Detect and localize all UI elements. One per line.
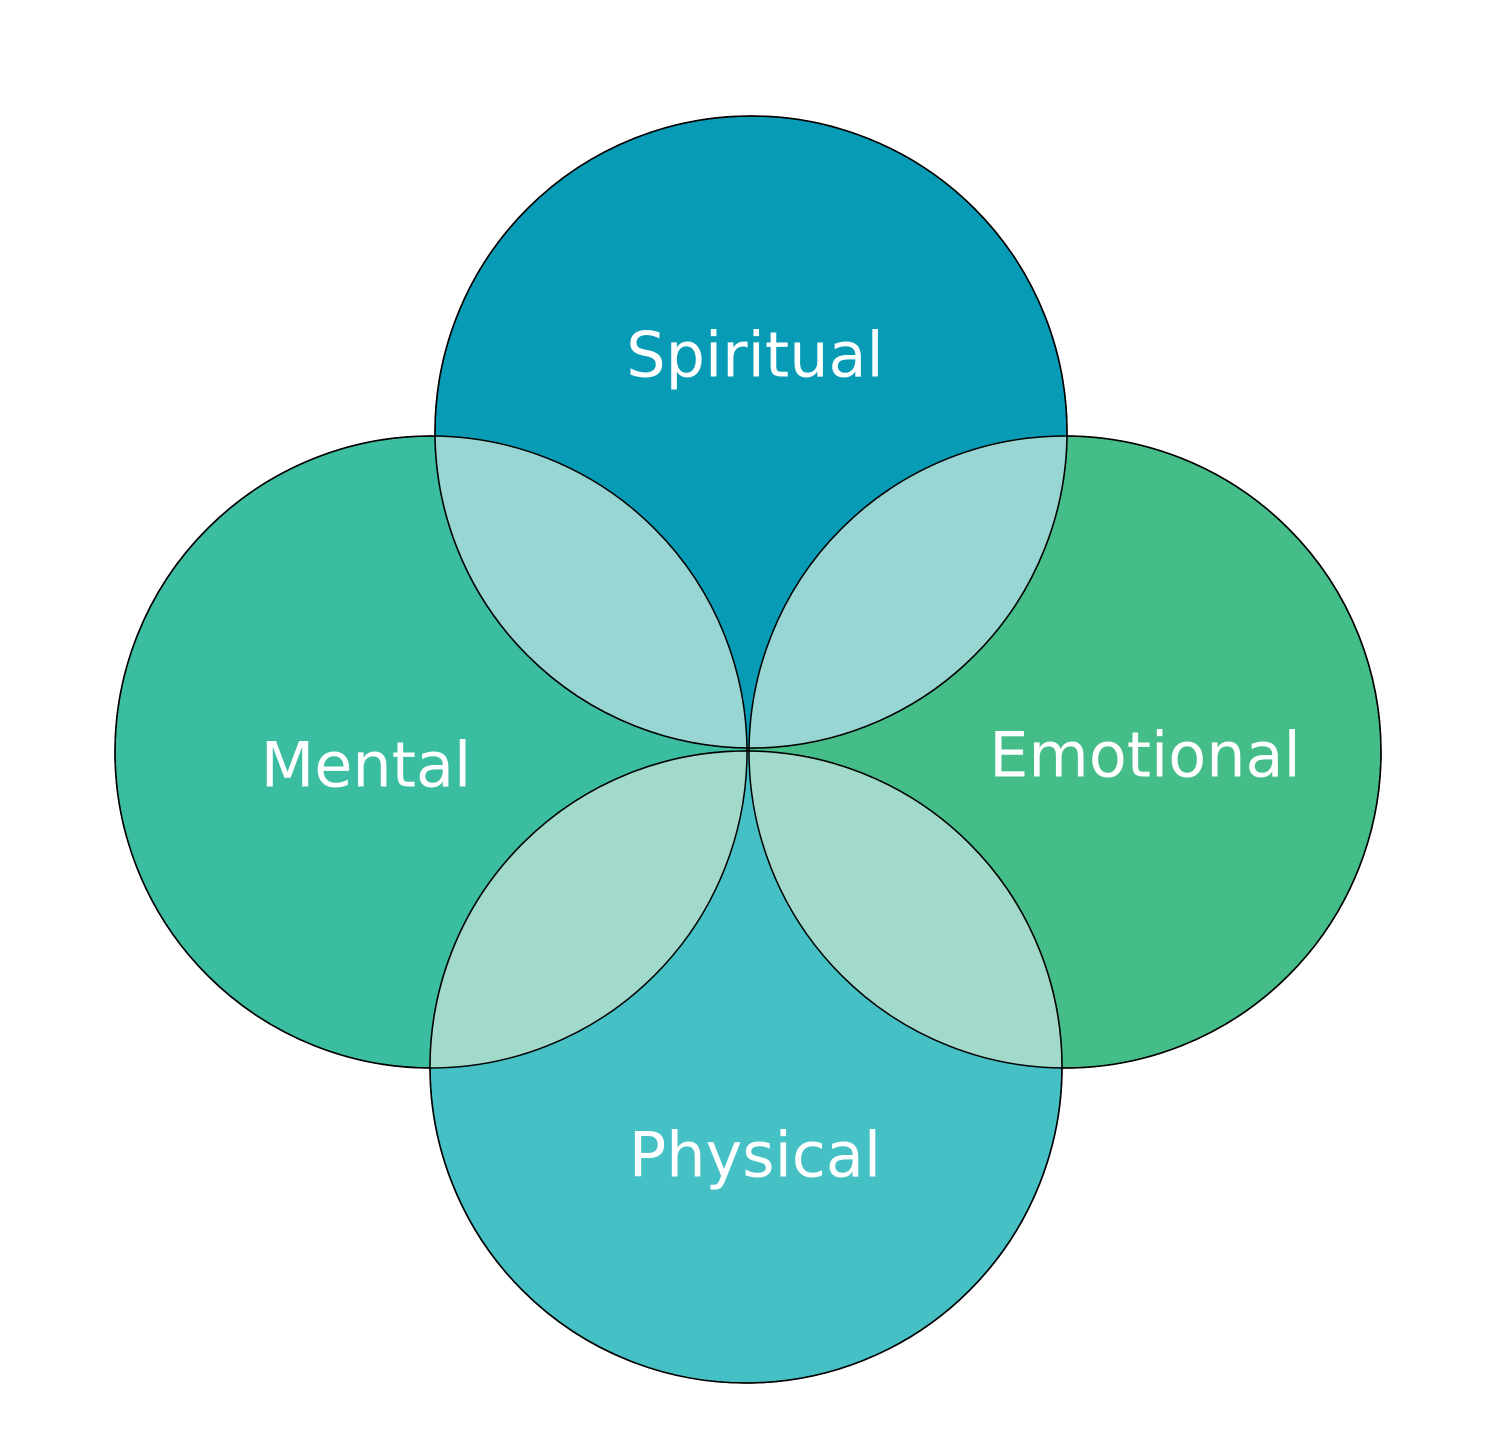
physical-label: Physical bbox=[629, 1119, 881, 1192]
spiritual-label: Spiritual bbox=[626, 319, 883, 392]
emotional-label: Emotional bbox=[989, 719, 1300, 792]
mental-label: Mental bbox=[261, 729, 471, 802]
overlap-spiritual-mental bbox=[435, 436, 747, 748]
overlap-spiritual-emotional bbox=[749, 436, 1067, 748]
overlap-emotional-physical bbox=[749, 751, 1062, 1068]
